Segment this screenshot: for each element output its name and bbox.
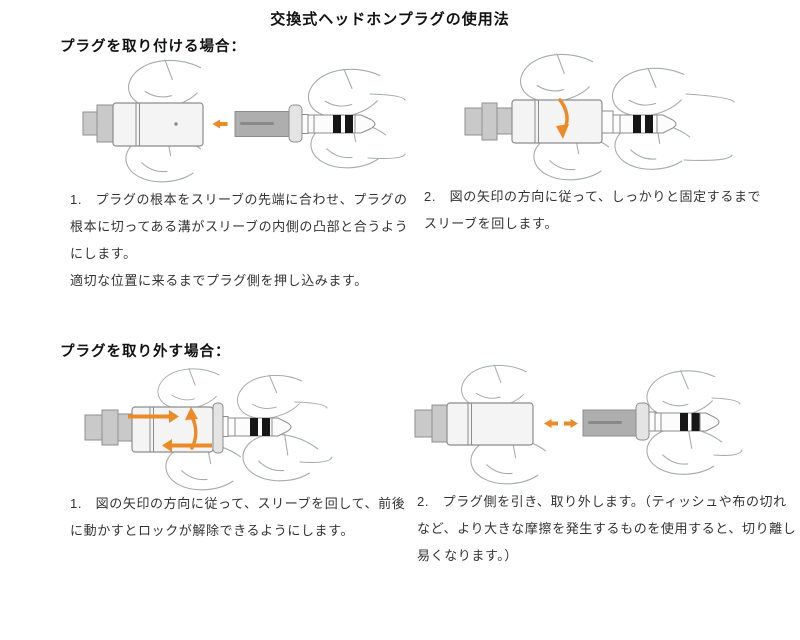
fig-attach-rotate xyxy=(464,51,735,185)
finger-outlines xyxy=(518,51,735,185)
step-text: 2. プラグ側を引き、取り外します。（ティッシュや布の切れ など、より大きな摩擦… xyxy=(417,488,797,569)
step-line: スリーブを回します。 xyxy=(424,216,558,231)
step-line: に動かすとロックが解除できるようにします。 xyxy=(70,523,355,538)
plug xyxy=(582,402,720,441)
step-text: 2. 図の矢印の方向に従って、しっかりと固定するまで スリーブを回します。 xyxy=(424,183,784,237)
step-text: 1. プラグの根本をスリーブの先端に合わせ、プラグの 根本に切ってある溝がスリー… xyxy=(70,186,430,294)
arrows-pull-apart-icons xyxy=(544,419,578,428)
arrow-right-icon xyxy=(128,410,179,423)
assembled-plug xyxy=(464,99,677,144)
fig-attach-align xyxy=(82,57,406,187)
step-line: にします。 xyxy=(70,246,137,261)
fig-detach-rotate xyxy=(84,365,333,495)
arrow-rotate-down-icon xyxy=(556,98,569,139)
assembled-plug xyxy=(84,402,292,454)
arrow-right-icon xyxy=(564,419,578,428)
section-heading-detach: プラグを取り外す場合： xyxy=(60,344,231,360)
step-line: 2. プラグ側を引き、取り外します。（ティッシュや布の切れ xyxy=(417,494,787,509)
arrow-left-icon xyxy=(544,419,558,428)
fig-detach-pull xyxy=(414,362,743,489)
section-heading-attach: プラグを取り付ける場合： xyxy=(60,39,246,55)
cable-sleeve xyxy=(82,102,204,147)
step-line: 易くなります。） xyxy=(417,548,519,563)
finger-outlines xyxy=(123,57,406,187)
step-line: など、より大きな摩擦を発生するものを使用すると、切り離し xyxy=(417,521,797,536)
step-line: 根本に切ってある溝がスリーブの内側の凸部と合うよう xyxy=(70,219,409,234)
arrow-left-icon xyxy=(212,119,228,129)
step-line: 1. 図の矢印の方向に従って、スリーブを回して、前後 xyxy=(70,496,406,511)
step-line: 2. 図の矢印の方向に従って、しっかりと固定するまで xyxy=(424,189,762,204)
arrow-rotate-up-icon xyxy=(190,415,198,450)
arrows-slide-and-rotate-up-icons xyxy=(128,407,212,452)
step-text: 1. 図の矢印の方向に従って、スリーブを回して、前後 に動かすとロックが解除でき… xyxy=(70,490,430,544)
plug xyxy=(234,104,376,143)
finger-outlines xyxy=(459,362,743,489)
page-title: 交換式ヘッドホンプラグの使用法 xyxy=(270,11,510,28)
arrow-left-icon xyxy=(162,439,212,452)
finger-outlines xyxy=(156,365,333,495)
cable-sleeve xyxy=(414,402,534,446)
step-line: 適切な位置に来るまでプラグ側を押し込みます。 xyxy=(70,273,368,288)
step-line: 1. プラグの根本をスリーブの先端に合わせ、プラグの xyxy=(70,192,408,207)
